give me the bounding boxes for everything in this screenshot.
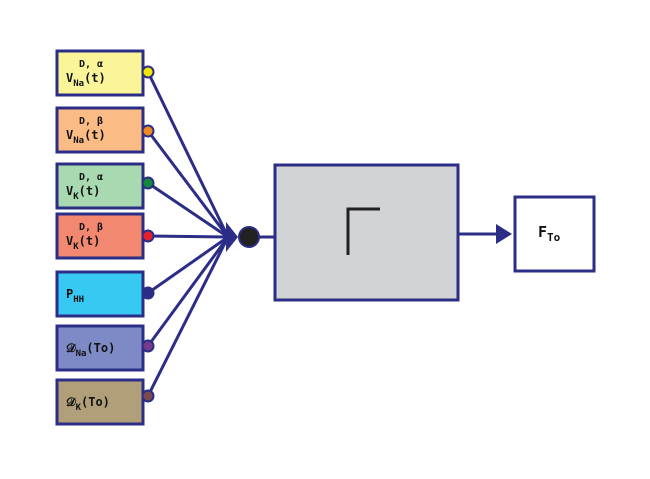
input-port-dot <box>141 65 155 79</box>
input-label-sub: K <box>73 242 79 252</box>
input-label-tail: (t) <box>79 184 101 198</box>
input-box <box>55 378 145 426</box>
input-label-sub: K <box>76 403 82 413</box>
input-box <box>55 270 145 318</box>
input-port-dot <box>141 229 155 243</box>
output-arrowhead <box>496 224 512 244</box>
step-function-icon <box>346 207 380 255</box>
input-label-main: 𝒟 <box>66 395 76 409</box>
input-label: VNa(t) <box>66 71 106 89</box>
input-label-sub: Na <box>73 136 84 146</box>
input-label-superscript: D, β <box>79 116 103 127</box>
input-label-tail: (t) <box>84 71 106 85</box>
input-label-main: V <box>66 234 73 248</box>
input-wire <box>146 236 230 347</box>
input-wire <box>147 235 229 295</box>
input-label-sub: Na <box>76 349 87 359</box>
input-port-dot <box>141 389 155 403</box>
input-wire <box>147 234 229 239</box>
input-label-main: V <box>66 71 73 85</box>
input-wires <box>146 71 230 397</box>
input-label-main: V <box>66 184 73 198</box>
input-port-dot <box>141 176 155 190</box>
input-label-sub: K <box>73 192 79 202</box>
summing-junction-node <box>238 226 260 248</box>
input-label-main: P <box>66 287 73 301</box>
input-box <box>55 162 145 210</box>
input-label-tail: (t) <box>84 128 106 142</box>
junction-arrowhead <box>226 222 238 252</box>
input-label-tail: (To) <box>86 341 115 355</box>
input-wire <box>147 181 229 239</box>
output-label: FTo <box>538 223 561 244</box>
input-label: VNa(t) <box>66 128 106 146</box>
threshold-block <box>273 163 460 302</box>
input-label-superscript: D, α <box>79 172 103 183</box>
input-label-sub: HH <box>73 295 84 305</box>
input-label: 𝒟K(To) <box>66 395 110 413</box>
input-label-tail: (t) <box>79 234 101 248</box>
input-label: VK(t) <box>66 184 100 202</box>
input-label: VK(t) <box>66 234 100 252</box>
input-wire <box>146 130 230 238</box>
input-wire <box>146 236 230 397</box>
input-label: 𝒟Na(To) <box>66 341 115 359</box>
output-label-sub: To <box>547 231 561 244</box>
input-port-dot <box>141 124 155 138</box>
output-label-main: F <box>538 223 547 241</box>
input-box <box>55 324 145 372</box>
input-label-superscript: D, β <box>79 222 103 233</box>
input-label: PHH <box>66 287 84 305</box>
output-box <box>513 195 596 273</box>
input-port-dot <box>141 286 155 300</box>
input-label-superscript: D, α <box>79 59 103 70</box>
input-label-main: 𝒟 <box>66 341 76 355</box>
input-label-sub: Na <box>73 79 84 89</box>
input-port-dot <box>141 339 155 353</box>
input-label-tail: (To) <box>81 395 110 409</box>
input-label-main: V <box>66 128 73 142</box>
input-wire <box>146 71 230 238</box>
